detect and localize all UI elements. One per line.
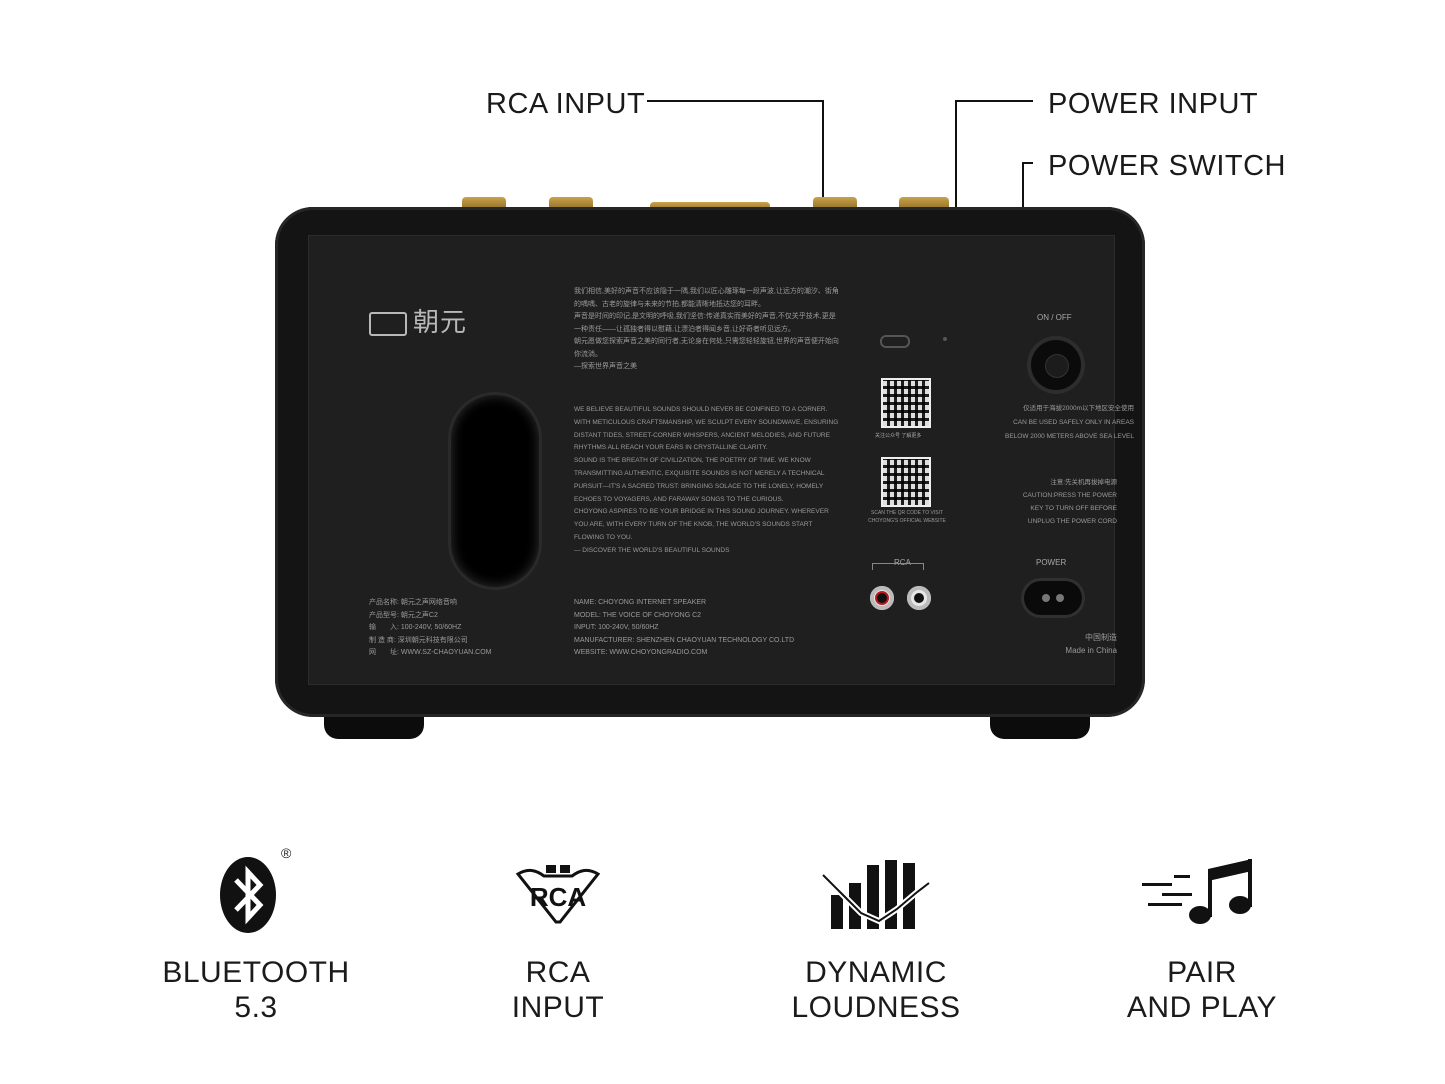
feature-pair-and-play: PAIR AND PLAY	[1072, 845, 1332, 1025]
qr-code-website	[881, 457, 931, 507]
speaker-back: 朝元 我们相信,美好的声音不应该隐于一隅,我们以匠心雕琢每一段声波,让远方的潮汐…	[275, 207, 1145, 717]
feature-pair-and-play-label: PAIR AND PLAY	[1126, 956, 1278, 1024]
power-input-callout: POWER INPUT	[1048, 88, 1259, 120]
rca-icon-text: RCA	[530, 882, 587, 912]
power-inlet[interactable]	[1024, 581, 1082, 615]
rca-callout-line-h	[647, 100, 824, 102]
rca-icon: RCA	[428, 845, 688, 945]
feature-dynamic-loudness: DYNAMIC LOUDNESS	[746, 845, 1006, 1025]
qr1-caption: 关注公众号 了解更多	[875, 433, 922, 439]
usb-c-port	[880, 335, 910, 348]
logo-text: 朝元	[413, 307, 468, 337]
altitude-notice: 仅适用于海拔2000m以下地区安全使用 CAN BE USED SAFELY O…	[1005, 405, 1134, 440]
on-off-label: ON / OFF	[1037, 313, 1072, 322]
bass-port	[451, 395, 539, 587]
feature-bluetooth: ® BLUETOOTH 5.3	[126, 845, 386, 1025]
indicator-dot	[943, 337, 947, 341]
registered-mark: ®	[281, 845, 292, 861]
brand-logo: 朝元	[369, 302, 467, 339]
logo-mark-icon	[369, 312, 407, 337]
caution-notice: 注意:先关机再拔掉电源 CAUTION:PRESS THE POWER KEY …	[1022, 479, 1117, 525]
feature-bluetooth-label: BLUETOOTH 5.3	[162, 956, 350, 1024]
music-note-icon	[1072, 845, 1332, 945]
rca-panel-label: RCA	[894, 558, 911, 567]
qr2-caption: SCAN THE QR CODE TO VISIT CHOYONG'S OFFI…	[868, 510, 946, 524]
feature-rca-label: RCA INPUT	[511, 956, 605, 1024]
rear-panel: 朝元 我们相信,美好的声音不应该隐于一隅,我们以匠心雕琢每一段声波,让远方的潮汐…	[308, 235, 1134, 685]
equalizer-icon	[746, 845, 1006, 945]
qr-code-wechat	[881, 378, 931, 428]
cn-description: 我们相信,美好的声音不应该隐于一隅,我们以匠心雕琢每一段声波,让远方的潮汐、街角…	[574, 288, 839, 370]
feature-rca: RCA RCA INPUT	[428, 845, 688, 1025]
rca-jack-white	[907, 586, 931, 610]
rca-bracket	[872, 563, 924, 570]
power-switch[interactable]	[1031, 340, 1081, 390]
made-in-china: 中国制造 Made in China	[1065, 633, 1117, 655]
en-description: WE BELIEVE BEAUTIFUL SOUNDS SHOULD NEVER…	[574, 406, 839, 554]
rca-input-callout: RCA INPUT	[486, 88, 646, 120]
power-panel-label: POWER	[1036, 558, 1067, 567]
en-spec: NAME: CHOYONG INTERNET SPEAKER MODEL: TH…	[574, 599, 795, 656]
cn-spec: 产品名称: 朝元之声网络音响 产品型号: 朝元之声C2 输 入: 100-240…	[369, 599, 492, 656]
feature-dynamic-loudness-label: DYNAMIC LOUDNESS	[791, 956, 961, 1024]
rca-jack-red	[870, 586, 894, 610]
power-switch-callout: POWER SWITCH	[1048, 150, 1286, 182]
power-input-line-h	[955, 100, 1033, 102]
power-switch-line-h	[1022, 162, 1033, 164]
bluetooth-icon: ®	[126, 845, 386, 945]
